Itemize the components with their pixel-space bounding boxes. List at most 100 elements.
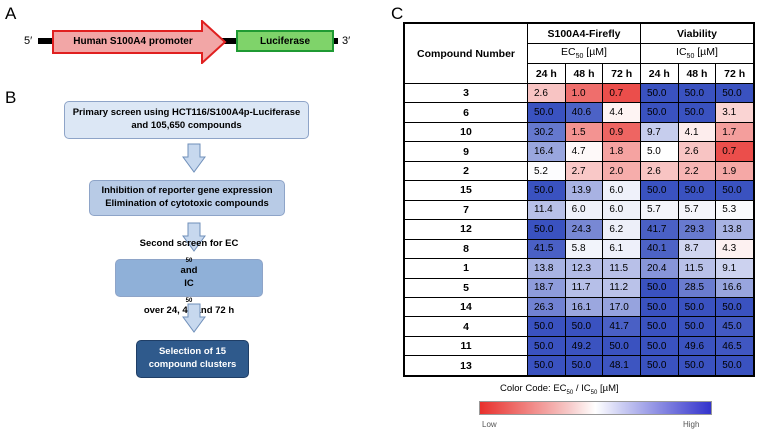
value-cell: 2.0	[602, 160, 641, 182]
value-cell: 49.2	[564, 335, 604, 357]
panel-label-c: C	[391, 4, 404, 23]
value-cell: 0.9	[602, 121, 641, 143]
value-cell: 16.4	[527, 141, 566, 162]
value-cell: 2.6	[677, 141, 717, 162]
timepoint-header: 72 h	[715, 63, 754, 84]
flow-step-1-line-2: and 105,650 compounds	[131, 120, 242, 131]
value-cell: 50.0	[677, 296, 717, 318]
firefly-group-header: S100A4-Firefly	[527, 23, 641, 44]
value-cell: 11.5	[677, 258, 717, 279]
value-cell: 24.3	[564, 219, 604, 240]
compound-number-cell: 5	[404, 277, 528, 298]
value-cell: 40.6	[564, 102, 604, 123]
compound-number-cell: 4	[404, 316, 528, 337]
value-cell: 3.1	[715, 102, 754, 123]
value-cell: 48.1	[602, 355, 641, 376]
value-cell: 41.5	[527, 238, 566, 260]
timepoint-header: 48 h	[677, 63, 717, 84]
panel-label-a: A	[5, 4, 17, 23]
value-cell: 8.7	[677, 238, 717, 260]
value-cell: 46.5	[715, 335, 754, 357]
value-cell: 49.6	[677, 335, 717, 357]
value-cell: 1.0	[564, 82, 604, 104]
value-cell: 4.7	[564, 141, 604, 162]
value-cell: 6.0	[564, 199, 604, 221]
value-cell: 26.3	[527, 296, 566, 318]
value-cell: 4.4	[602, 102, 641, 123]
value-cell: 40.1	[639, 238, 679, 260]
timepoint-header: 24 h	[639, 63, 679, 84]
value-cell: 41.7	[602, 316, 641, 337]
value-cell: 29.3	[677, 219, 717, 240]
value-cell: 20.4	[639, 258, 679, 279]
value-cell: 50.0	[602, 335, 641, 357]
value-cell: 1.7	[715, 121, 754, 143]
value-cell: 50.0	[677, 180, 717, 201]
down-arrow-icon	[182, 303, 206, 333]
value-cell: 4.3	[715, 238, 754, 260]
value-cell: 50.0	[677, 355, 717, 376]
panel-label-b: B	[5, 88, 17, 107]
flow-step-4-line-2: compound clusters	[148, 359, 237, 370]
value-cell: 50.0	[639, 82, 679, 104]
value-cell: 50.0	[715, 355, 754, 376]
three-prime-label: 3′	[342, 35, 351, 47]
viability-group-header: Viability	[639, 23, 755, 44]
value-cell: 12.3	[564, 258, 604, 279]
compound-number-cell: 2	[404, 160, 528, 182]
value-cell: 11.2	[602, 277, 641, 298]
value-cell: 5.3	[715, 199, 754, 221]
value-cell: 50.0	[639, 296, 679, 318]
value-cell: 50.0	[527, 219, 566, 240]
value-cell: 50.0	[527, 102, 566, 123]
legend-low-label: Low	[482, 420, 497, 429]
compound-number-cell: 14	[404, 296, 528, 318]
legend-title: Color Code: EC50 / IC50 [µM]	[500, 383, 619, 396]
flow-step-primary-screen: Primary screen using HCT116/S100A4p-Luci…	[64, 101, 309, 139]
value-cell: 50.0	[639, 316, 679, 337]
value-cell: 50.0	[527, 316, 566, 337]
luciferase-box: Luciferase	[236, 30, 334, 52]
value-cell: 6.0	[602, 180, 641, 201]
value-cell: 50.0	[677, 102, 717, 123]
value-cell: 5.8	[564, 238, 604, 260]
value-cell: 16.1	[564, 296, 604, 318]
value-cell: 50.0	[677, 316, 717, 337]
value-cell: 13.8	[527, 258, 566, 279]
ec50-unit-header: EC50 [µM]	[527, 43, 641, 64]
compound-number-cell: 6	[404, 102, 528, 123]
compound-number-cell: 11	[404, 335, 528, 357]
value-cell: 50.0	[564, 355, 604, 376]
value-cell: 2.7	[564, 160, 604, 182]
value-cell: 2.6	[527, 82, 566, 104]
compound-number-header: Compound Number	[404, 23, 528, 84]
timepoint-header: 72 h	[602, 63, 641, 84]
value-cell: 45.0	[715, 316, 754, 337]
value-cell: 11.4	[527, 199, 566, 221]
value-cell: 50.0	[715, 180, 754, 201]
value-cell: 50.0	[527, 335, 566, 357]
value-cell: 0.7	[602, 82, 641, 104]
ic50-unit-header: IC50 [µM]	[639, 43, 755, 64]
promoter-arrow	[52, 20, 227, 64]
compound-number-cell: 15	[404, 180, 528, 201]
value-cell: 6.0	[602, 199, 641, 221]
value-cell: 5.0	[639, 141, 679, 162]
value-cell: 9.1	[715, 258, 754, 279]
results-table: Compound Number S100A4-Firefly Viability…	[404, 23, 755, 376]
value-cell: 4.1	[677, 121, 717, 143]
down-arrow-icon	[182, 143, 206, 173]
flow-step-4-line-1: Selection of 15	[158, 346, 227, 358]
value-cell: 2.2	[677, 160, 717, 182]
